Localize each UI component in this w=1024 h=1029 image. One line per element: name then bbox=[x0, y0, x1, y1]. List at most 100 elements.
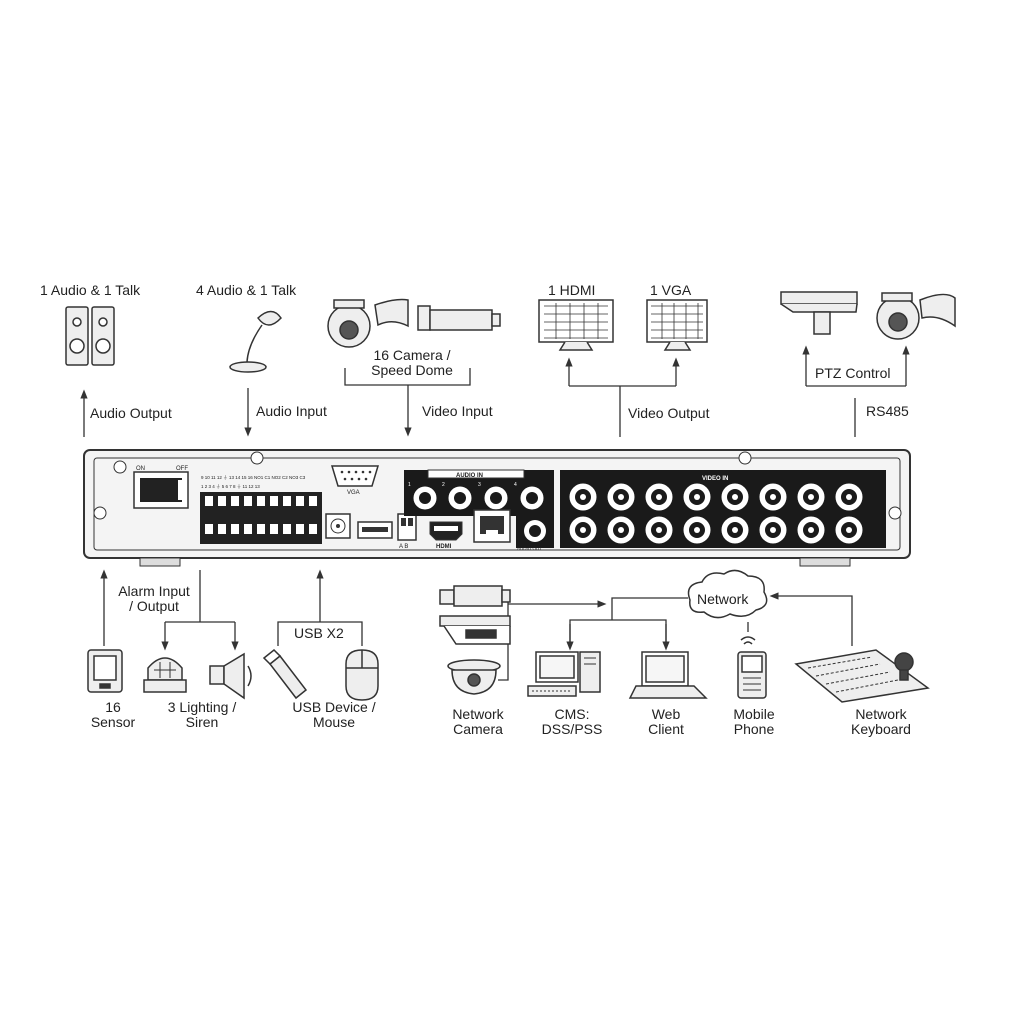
power-switch[interactable]: ON OFF bbox=[133, 466, 189, 509]
mouse-icon bbox=[345, 649, 379, 701]
usb-device-line-1: USB Device / bbox=[292, 699, 376, 715]
bnc-connector-pin bbox=[694, 494, 700, 500]
network-camera-line-2: Camera bbox=[453, 721, 503, 737]
bnc-connector-pin bbox=[618, 527, 624, 533]
usb-x2-label: USB X2 bbox=[294, 625, 344, 641]
sensor-icon bbox=[87, 649, 123, 693]
speakers-icon bbox=[65, 306, 115, 366]
network-keyboard-line-2: Keyboard bbox=[851, 721, 911, 737]
usb-device-mouse-label: USB Device / Mouse bbox=[280, 700, 388, 730]
bottom-connector-lines bbox=[100, 569, 853, 681]
network-camera-line-1: Network bbox=[452, 706, 504, 722]
mobile-phone-icon bbox=[737, 636, 767, 699]
bnc-connector-pin bbox=[732, 527, 738, 533]
web-client-line-2: Client bbox=[648, 721, 684, 737]
alarm-terminal-block[interactable]: 9 10 11 12 ⏚ 13 14 15 16 NO1 C1 NO2 C2 N… bbox=[200, 474, 322, 544]
usb-device-line-2: Mouse bbox=[312, 714, 356, 730]
cms-label: CMS: DSS/PSS bbox=[524, 707, 620, 737]
bnc-connector-pin bbox=[618, 494, 624, 500]
rs485-label: A B bbox=[399, 544, 408, 550]
hdmi-label: 1 HDMI bbox=[548, 282, 596, 298]
hdmi-port[interactable]: HDMI bbox=[429, 521, 463, 550]
dc-power-jack[interactable] bbox=[325, 513, 351, 539]
video-in-bnc-block: VIDEO IN bbox=[560, 470, 886, 548]
network-cloud-icon bbox=[687, 569, 768, 619]
mobile-phone-label: Mobile Phone bbox=[714, 707, 794, 737]
ptz-dome-camera-icon bbox=[876, 292, 956, 340]
ethernet-port[interactable] bbox=[473, 509, 511, 543]
audio-in-label: AUDIO IN bbox=[456, 473, 483, 479]
lighting-siren-label: 3 Lighting / Siren bbox=[150, 700, 254, 730]
audio-ch-3: 3 bbox=[478, 482, 481, 488]
bnc-connector-pin bbox=[580, 527, 586, 533]
lighting-siren-line-1: 3 Lighting / bbox=[167, 699, 237, 715]
bnc-connector-pin bbox=[656, 494, 662, 500]
power-off-label: OFF bbox=[176, 466, 188, 472]
audio-ch-2: 2 bbox=[442, 482, 445, 488]
laptop-icon bbox=[628, 651, 708, 699]
bnc-connector-pin bbox=[808, 527, 814, 533]
warning-light-icon bbox=[143, 657, 187, 693]
audio-ch-1: 1 bbox=[408, 482, 411, 488]
rs485-terminal[interactable]: A B bbox=[397, 513, 417, 550]
hdmi-port-label: HDMI bbox=[436, 544, 452, 550]
bnc-connector-pin bbox=[846, 527, 852, 533]
bnc-connector-pin bbox=[770, 527, 776, 533]
sensor-line-1: 16 bbox=[105, 699, 121, 715]
alarm-io-line-1: Alarm Input bbox=[118, 583, 190, 599]
vga-monitor-icon bbox=[646, 299, 708, 351]
cms-computer-icon bbox=[527, 651, 601, 697]
video-input-label: Video Input bbox=[422, 403, 493, 419]
audio-input-label: Audio Input bbox=[256, 403, 327, 419]
alarm-pins-top: 9 10 11 12 ⏚ 13 14 15 16 NO1 C1 NO2 C2 N… bbox=[201, 474, 306, 480]
alarm-io-label: Alarm Input / Output bbox=[104, 584, 204, 614]
top-connector-lines bbox=[80, 345, 910, 437]
lighting-siren-line-2: Siren bbox=[185, 714, 219, 730]
cms-line-2: DSS/PSS bbox=[541, 721, 603, 737]
audio-talk-1-label: 1 Audio & 1 Talk bbox=[40, 282, 141, 298]
bnc-connector-pin bbox=[580, 494, 586, 500]
bnc-connectors[interactable] bbox=[569, 483, 863, 544]
bnc-connector-pin bbox=[846, 494, 852, 500]
audio-talk-4-label: 4 Audio & 1 Talk bbox=[196, 282, 297, 298]
audio-ch-4: 4 bbox=[514, 482, 517, 488]
network-keyboard-icon bbox=[794, 649, 930, 703]
web-client-line-1: Web bbox=[651, 706, 681, 722]
bnc-connector-pin bbox=[808, 494, 814, 500]
sensor-label: 16 Sensor bbox=[76, 700, 150, 730]
hdmi-monitor-icon bbox=[538, 299, 614, 351]
network-keyboard-label: Network Keyboard bbox=[836, 707, 926, 737]
usb-port[interactable] bbox=[357, 521, 393, 539]
ptz-keyboard-mount-icon bbox=[780, 291, 858, 335]
alarm-pins-bottom: 1 2 3 4 ⏚ 5 6 7 8 ⏚ 11 12 13 bbox=[201, 483, 260, 489]
microphone-icon bbox=[229, 310, 282, 373]
network-camera-label: Network Camera bbox=[438, 707, 518, 737]
audio-out-port[interactable]: AUDIO OUT bbox=[516, 516, 554, 551]
audio-in-block: AUDIO IN 1 2 3 4 bbox=[404, 469, 554, 516]
siren-horn-icon bbox=[209, 652, 252, 700]
bullet-camera-icon bbox=[417, 305, 501, 331]
rs485-bus-label: RS485 bbox=[866, 403, 909, 419]
vga-port[interactable]: VGA bbox=[330, 465, 380, 496]
dvr-rear-panel: ON OFF 9 10 11 12 ⏚ 13 14 15 16 NO1 C1 N… bbox=[83, 449, 911, 567]
sensor-line-2: Sensor bbox=[90, 714, 136, 730]
audio-output-label: Audio Output bbox=[90, 405, 172, 421]
web-client-label: Web Client bbox=[626, 707, 706, 737]
audio-out-label: AUDIO OUT bbox=[517, 546, 542, 551]
video-output-label: Video Output bbox=[628, 405, 710, 421]
mobile-phone-line-2: Phone bbox=[733, 721, 775, 737]
vga-port-label: VGA bbox=[347, 490, 360, 496]
alarm-io-line-2: / Output bbox=[129, 598, 179, 614]
cms-line-1: CMS: bbox=[554, 706, 590, 722]
network-keyboard-line-1: Network bbox=[855, 706, 907, 722]
bnc-connector-pin bbox=[732, 494, 738, 500]
bnc-connector-pin bbox=[656, 527, 662, 533]
camera-dome-line-2: Speed Dome bbox=[371, 362, 453, 378]
network-label: Network bbox=[697, 591, 749, 607]
power-on-label: ON bbox=[136, 466, 145, 472]
video-in-label: VIDEO IN bbox=[702, 476, 728, 482]
ptz-control-label: PTZ Control bbox=[815, 365, 891, 381]
network-camera-icons bbox=[439, 585, 511, 695]
